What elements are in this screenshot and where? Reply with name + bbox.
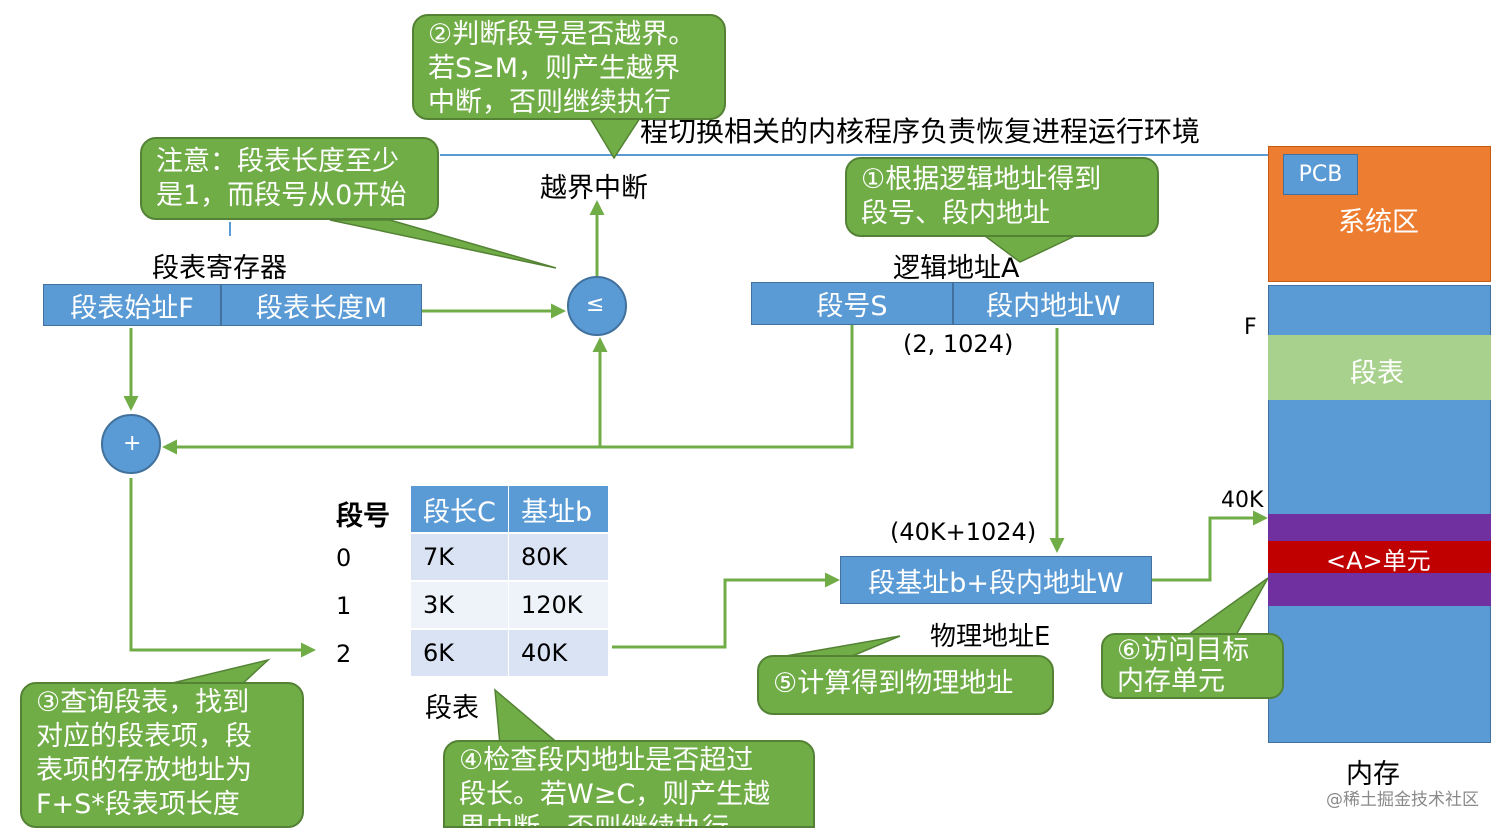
memory-system-label: 系统区 <box>1338 207 1419 238</box>
seg-table-caption: 段表 <box>425 693 479 724</box>
callout-line: 界中断，否则继续执行 <box>459 812 799 826</box>
arrow-physical-to-memory <box>1152 510 1268 582</box>
callout-line: ③查询段表，找到 <box>36 687 250 718</box>
callout-line: 表项的存放地址为 <box>36 755 252 786</box>
callout-line: ①根据逻辑地址得到 <box>861 164 1102 195</box>
overflow-label: 越界中断 <box>540 173 648 204</box>
comparator-node <box>567 276 627 336</box>
seg-table-cell-length: 3K <box>411 582 508 628</box>
seg-table-row-index: 2 <box>336 640 352 668</box>
register-start-field: 段表始址F <box>43 284 221 326</box>
seg-table-cell-base: 80K <box>509 534 608 580</box>
callout-step2: ②判断段号是否越界。 若S≥M，则产生越界 中断，否则继续执行 <box>412 14 726 120</box>
callout-line: ②判断段号是否越界。 <box>428 19 696 50</box>
callout-line: 对应的段表项，段 <box>36 721 252 752</box>
memory-pcb: PCB <box>1283 154 1358 195</box>
logical-address-label: 逻辑地址A <box>893 253 1020 284</box>
comparator-symbol: ≤ <box>586 292 605 317</box>
callout-line: 内存单元 <box>1117 666 1225 697</box>
adder-node <box>101 414 161 474</box>
title-text: 程切换相关的内核程序负责恢复进程运行环境 <box>640 115 1201 148</box>
memory-segment-table-label: 段表 <box>1350 358 1404 389</box>
seg-table-cell-base: 120K <box>509 582 608 628</box>
register-length-field: 段表长度M <box>221 284 422 326</box>
callout-line: 若S≥M，则产生越界 <box>428 53 681 84</box>
seg-table-cell-length: 6K <box>411 630 508 676</box>
callout-step5: ⑤计算得到物理地址 <box>757 655 1054 715</box>
register-label: 段表寄存器 <box>152 253 287 284</box>
seg-table-header-base: 基址b <box>509 486 608 532</box>
memory-target-unit-label: <A>单元 <box>1326 547 1431 575</box>
callout-line: 段长。若W≥C，则产生越 <box>459 779 771 810</box>
callout-line: 注意：段表长度至少 <box>156 146 399 177</box>
callout-step6: ⑥访问目标 内存单元 <box>1101 633 1284 699</box>
callout-note: 注意：段表长度至少 是1，而段号从0开始 <box>140 137 439 220</box>
tail-step2 <box>588 117 642 160</box>
callout-line: ⑤计算得到物理地址 <box>773 668 1014 699</box>
tail-step5 <box>779 635 901 658</box>
memory-segment-table <box>1268 335 1491 400</box>
physical-example: (40K+1024) <box>890 518 1037 546</box>
memory-40k-label: 40K <box>1221 488 1264 513</box>
arrow-adder-to-row <box>129 478 316 658</box>
memory-target-unit <box>1268 541 1491 573</box>
callout-line: 中断，否则继续执行 <box>428 87 671 118</box>
seg-table-index-header: 段号 <box>336 501 390 532</box>
tail-note <box>329 219 557 269</box>
callout-line: ⑥访问目标 <box>1117 635 1250 666</box>
seg-table-row-index: 0 <box>336 544 352 572</box>
callout-step4: ④检查段内地址是否超过 段长。若W≥C，则产生越 界中断，否则继续执行 <box>443 740 815 828</box>
tail-step4 <box>494 688 563 746</box>
callout-line: F+S*段表项长度 <box>36 789 240 820</box>
segment-number-field: 段号S <box>751 282 953 325</box>
memory-f-label: F <box>1244 315 1257 340</box>
seg-table-row-index: 1 <box>336 592 352 620</box>
physical-address-label: 物理地址E <box>930 622 1051 652</box>
callout-line: 段号、段内地址 <box>861 198 1050 229</box>
callout-step1: ①根据逻辑地址得到 段号、段内地址 <box>845 157 1159 237</box>
physical-formula-box: 段基址b+段内地址W <box>840 556 1152 604</box>
seg-table-header-length: 段长C <box>411 486 508 532</box>
callout-step3: ③查询段表，找到 对应的段表项，段 表项的存放地址为 F+S*段表项长度 <box>20 682 304 828</box>
adder-symbol: + <box>123 431 142 456</box>
seg-table-cell-length: 7K <box>411 534 508 580</box>
watermark: @稀土掘金技术社区 <box>1326 790 1479 810</box>
tail-step6 <box>1182 577 1269 638</box>
arrow-segment-to-adder <box>162 325 854 455</box>
seg-table-cell-base: 40K <box>509 630 608 676</box>
callout-line: 是1，而段号从0开始 <box>156 180 407 211</box>
callout-line: ④检查段内地址是否超过 <box>459 745 754 776</box>
segment-offset-field: 段内地址W <box>953 282 1154 325</box>
arrow-base-to-physical <box>612 572 840 649</box>
logical-example: (2, 1024) <box>903 330 1014 358</box>
memory-caption: 内存 <box>1346 759 1400 790</box>
